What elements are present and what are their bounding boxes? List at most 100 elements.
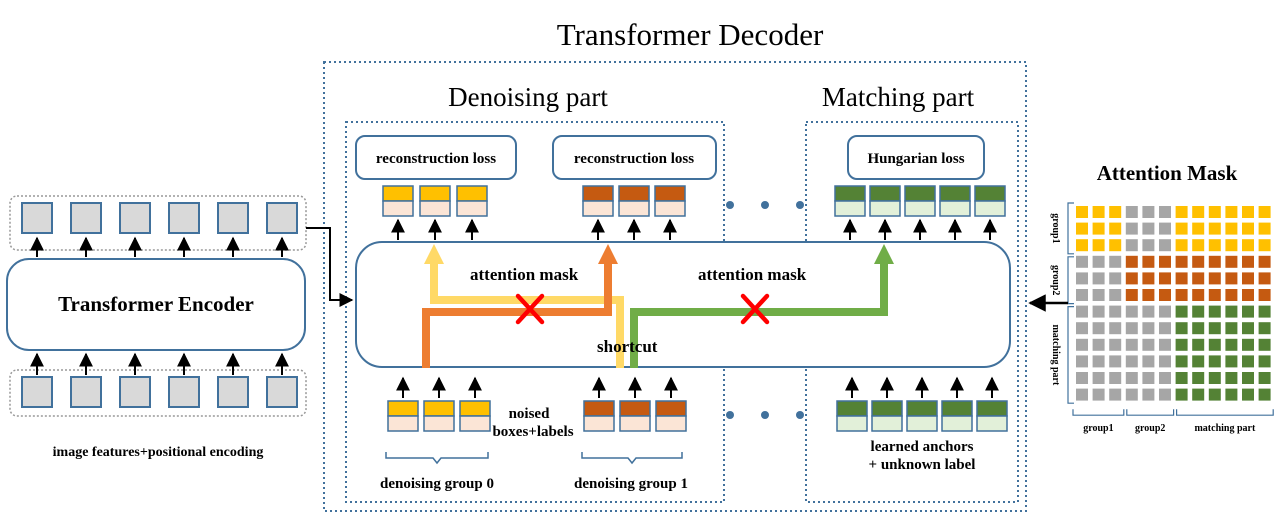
group0-output-token-top <box>382 185 414 202</box>
reconstruction-loss-box-2 <box>552 135 717 180</box>
attention-mask-cell <box>1159 206 1171 218</box>
denoising-part-label: Denoising part <box>448 82 608 112</box>
attention-mask-cell <box>1175 372 1188 384</box>
attention-mask-cell <box>1175 289 1188 301</box>
attention-mask-cell <box>1125 372 1138 384</box>
attention-mask-cell <box>1208 272 1221 285</box>
attention-mask-cell <box>1092 355 1105 368</box>
attention-mask-cell <box>1175 388 1188 401</box>
attention-mask-cell <box>1175 355 1188 368</box>
attention-mask-cell <box>1225 289 1238 301</box>
encoder-input-token <box>217 376 249 408</box>
mask-row-bracket <box>1067 202 1074 255</box>
diagram-title: Transformer Decoder <box>557 17 824 52</box>
group1-shortcut-arrowhead <box>424 244 444 264</box>
attention-mask-cell <box>1225 272 1238 285</box>
attention-mask-cell <box>1159 289 1171 301</box>
attention-mask-cell <box>1109 239 1122 252</box>
attention-mask-cell <box>1076 338 1088 351</box>
attention-mask-cell <box>1092 305 1105 318</box>
attention-mask-cell <box>1159 322 1171 335</box>
attention-mask-cell <box>1225 206 1238 218</box>
attention-mask-cell <box>1208 338 1221 351</box>
mask-col-bracket <box>1072 409 1125 416</box>
ellipsis-dot <box>796 411 804 419</box>
attention-mask-cell <box>1192 355 1205 368</box>
learned-anchor-query-base <box>906 415 938 432</box>
attention-mask-cell <box>1192 372 1205 384</box>
learned-anchor-query-top <box>941 400 973 417</box>
attention-mask-cell <box>1076 206 1088 218</box>
attention-mask-cell <box>1125 206 1138 218</box>
denoising-group-0-brace <box>385 452 489 465</box>
matching-output-token-base <box>939 200 971 217</box>
group0-noised-query-base <box>387 415 419 432</box>
attention-mask-cell <box>1258 338 1271 351</box>
attention-mask-cell <box>1159 355 1171 368</box>
attention-mask-cell <box>1208 388 1221 401</box>
group1-output-token-top <box>582 185 614 202</box>
attention-mask-cell <box>1109 272 1122 285</box>
attention-mask-cell <box>1258 372 1271 384</box>
reconstruction-loss-label-1: reconstruction loss <box>376 151 496 167</box>
mask-row-label: group2 <box>1050 265 1061 295</box>
learned-anchors-label-line2: + unknown label <box>869 457 976 473</box>
ellipsis-dot <box>761 411 769 419</box>
encoder-input-token <box>168 376 200 408</box>
hungarian-loss-box <box>847 135 985 180</box>
group1-output-token-base <box>618 200 650 217</box>
group1-output-token-base <box>654 200 686 217</box>
attention-mask-cell <box>1208 239 1221 252</box>
encoder-input-token <box>119 376 151 408</box>
attention-mask-cell <box>1208 372 1221 384</box>
attention-mask-cell <box>1076 388 1088 401</box>
attention-mask-cell <box>1242 322 1254 335</box>
attention-mask-cell <box>1242 289 1254 301</box>
encoder-output-token <box>119 202 151 234</box>
group0-noised-query-base <box>459 415 491 432</box>
attention-mask-cell <box>1192 289 1205 301</box>
attention-mask-cell <box>1175 305 1188 318</box>
matching-output-token-top <box>974 185 1006 202</box>
attention-mask-cell <box>1125 255 1138 268</box>
attention-mask-cell <box>1242 355 1254 368</box>
group0-path-orange <box>422 262 612 368</box>
decoder-outer-box <box>323 61 1027 512</box>
denoising-group-0-label: denoising group 0 <box>380 476 494 492</box>
matching-part-label: Matching part <box>822 82 975 112</box>
group0-noised-query-top <box>459 400 491 417</box>
attention-mask-cell <box>1092 222 1105 235</box>
learned-anchor-query-top <box>836 400 868 417</box>
learned-anchor-query-base <box>871 415 903 432</box>
learned-anchor-query-base <box>941 415 973 432</box>
attention-mask-cell <box>1076 239 1088 252</box>
attention-mask-cell <box>1125 355 1138 368</box>
mask-row-label: group1 <box>1050 213 1061 243</box>
attention-mask-cell <box>1142 239 1155 252</box>
mask-col-label: matching part <box>1194 423 1256 434</box>
attention-mask-cell <box>1092 289 1105 301</box>
attention-mask-cell <box>1242 272 1254 285</box>
attention-mask-cell <box>1225 322 1238 335</box>
matching-output-token-top <box>869 185 901 202</box>
attention-mask-cell <box>1175 239 1188 252</box>
attention-mask-cell <box>1159 338 1171 351</box>
attention-mask-cell <box>1125 289 1138 301</box>
attention-mask-cell <box>1225 305 1238 318</box>
attention-mask-cell <box>1076 372 1088 384</box>
attention-mask-cell <box>1109 305 1122 318</box>
reconstruction-loss-box-1 <box>355 135 517 180</box>
denoising-group-1-label: denoising group 1 <box>574 476 688 492</box>
attention-mask-cell <box>1208 305 1221 318</box>
attention-mask-cell <box>1109 388 1122 401</box>
attention-mask-cell <box>1208 206 1221 218</box>
learned-anchor-query-top <box>871 400 903 417</box>
attention-mask-cell <box>1159 272 1171 285</box>
group0-output-token-base <box>382 200 414 217</box>
group0-output-token-top <box>419 185 451 202</box>
attention-mask-cell <box>1242 388 1254 401</box>
attention-mask-cell <box>1125 222 1138 235</box>
attention-mask-cell <box>1225 239 1238 252</box>
attention-mask-cell <box>1192 305 1205 318</box>
